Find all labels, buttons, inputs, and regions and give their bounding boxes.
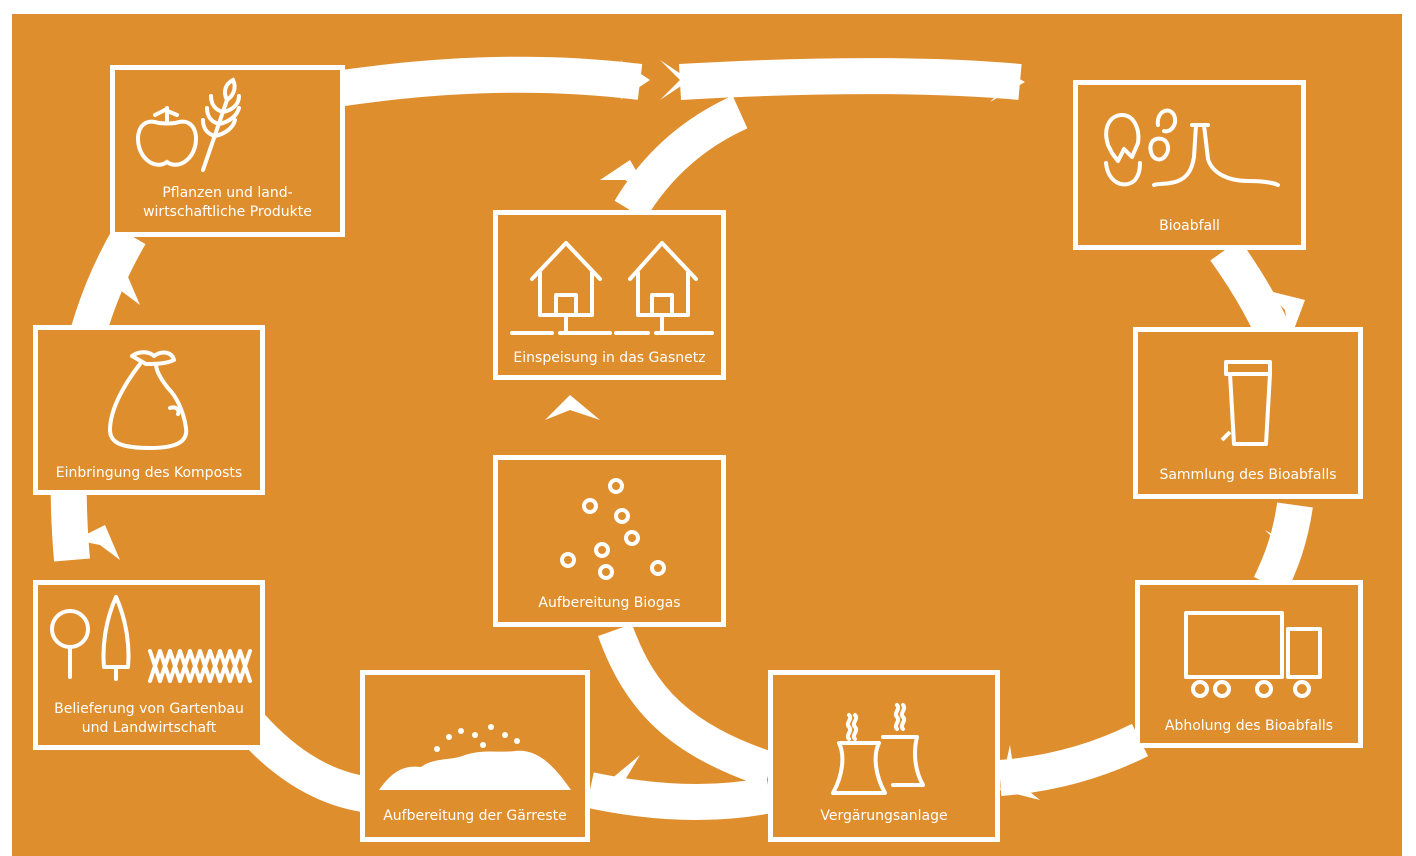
inner-cycle-band-top [614, 95, 748, 220]
node-gasnetz: Einspeisung in das Gasnetz [493, 210, 726, 380]
left-cycle-band-bottom [236, 712, 373, 813]
node-vergaerung: Vergärungsanlage [768, 670, 1000, 842]
node-abholung: Abholung des Bioabfalls [1135, 580, 1363, 748]
node-biogas-label: Aufbereitung Biogas [538, 595, 681, 611]
houses-pipeline-icon [510, 241, 714, 335]
arrow-head [620, 60, 650, 100]
arrow-head [660, 60, 690, 100]
compost-heap-icon [379, 724, 571, 790]
node-belieferung-label-line2: und Landwirtschaft [81, 720, 217, 736]
right-cycle-band-right2 [1253, 502, 1313, 594]
sack-icon [108, 350, 189, 450]
arrow-head [75, 525, 120, 560]
node-sammlung: Sammlung des Bioabfalls [1133, 327, 1363, 499]
right-cycle-band-bottom [998, 723, 1149, 796]
node-gasnetz-label: Einspeisung in das Gasnetz [513, 350, 706, 366]
node-vergaerung-label: Vergärungsanlage [820, 808, 948, 824]
plant-towers-icon [831, 703, 925, 795]
gas-bubbles-icon [560, 478, 666, 580]
truck-icon [1184, 611, 1322, 698]
arrow-head [1000, 745, 1040, 800]
left-cycle-band-bottom2 [586, 772, 774, 820]
node-abholung-label: Abholung des Bioabfalls [1164, 718, 1334, 734]
arrow-head [1265, 530, 1300, 575]
node-belieferung: Belieferung von Gartenbau und Landwirtsc… [33, 580, 265, 750]
food-scraps-icon [1104, 108, 1280, 187]
arrow-head [990, 62, 1025, 102]
right-cycle-band-top [678, 58, 1022, 100]
arrow-head [610, 755, 640, 805]
arrow-head [600, 160, 650, 195]
inner-cycle-band [598, 623, 776, 788]
node-biogas: Aufbereitung Biogas [493, 455, 726, 627]
arrow-head [545, 395, 600, 420]
waste-bin-icon [1220, 360, 1272, 446]
node-pflanzen: Pflanzen und land- wirtschaftliche Produ… [110, 65, 345, 237]
node-einbringung: Einbringung des Komposts [33, 325, 265, 495]
node-pflanzen-label-line1: Pflanzen und land- [162, 185, 293, 201]
node-gaerreste: Aufbereitung der Gärreste [360, 670, 590, 842]
trees-hedge-icon [50, 595, 252, 683]
arrow-head [100, 270, 140, 305]
node-bioabfall-label: Bioabfall [1159, 218, 1220, 234]
left-cycle-band [327, 56, 643, 108]
apple-wheat-icon [135, 77, 241, 172]
arrow-head [1265, 290, 1305, 340]
node-bioabfall: Bioabfall [1073, 80, 1306, 250]
node-einbringung-label: Einbringung des Komposts [55, 465, 243, 481]
node-belieferung-label-line1: Belieferung von Gartenbau [54, 701, 244, 717]
node-sammlung-label: Sammlung des Bioabfalls [1159, 467, 1337, 483]
node-pflanzen-label-line2: wirtschaftliche Produkte [143, 204, 312, 220]
node-gaerreste-label: Aufbereitung der Gärreste [383, 808, 567, 824]
